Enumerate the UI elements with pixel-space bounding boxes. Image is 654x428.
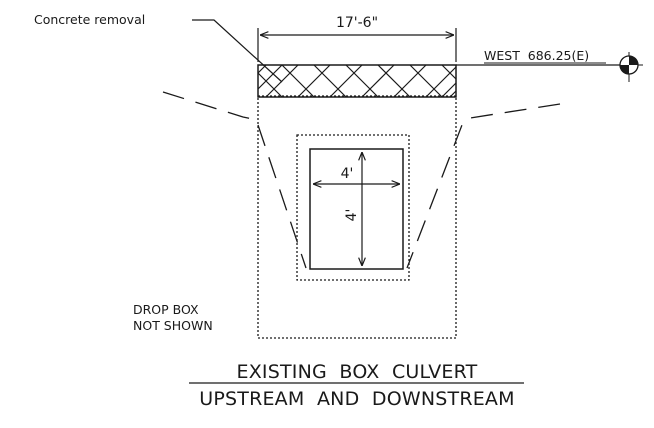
title-line2: UPSTREAM AND DOWNSTREAM <box>199 388 514 410</box>
culvert-mid-outline <box>296 134 410 281</box>
drop-box-note-line1: DROP BOX <box>133 302 199 317</box>
opening-height-label: 4' <box>344 209 360 222</box>
elevation-label: WEST 686.25(E) <box>484 48 589 63</box>
ground-line-left <box>162 91 259 121</box>
concrete-removal-label: Concrete removal <box>34 12 145 27</box>
title-line1: EXISTING BOX CULVERT <box>237 361 478 383</box>
concrete-removal-leader <box>192 19 283 83</box>
benchmark-icon <box>615 52 643 82</box>
top-width-label: 17'-6" <box>336 15 378 31</box>
concrete-removal-band <box>257 64 457 98</box>
culvert-opening <box>309 148 404 270</box>
opening-width-label: 4' <box>341 166 354 182</box>
ground-line-right <box>406 103 561 269</box>
ground-line-left-slope <box>257 124 307 269</box>
drop-box-note-line2: NOT SHOWN <box>133 318 213 333</box>
